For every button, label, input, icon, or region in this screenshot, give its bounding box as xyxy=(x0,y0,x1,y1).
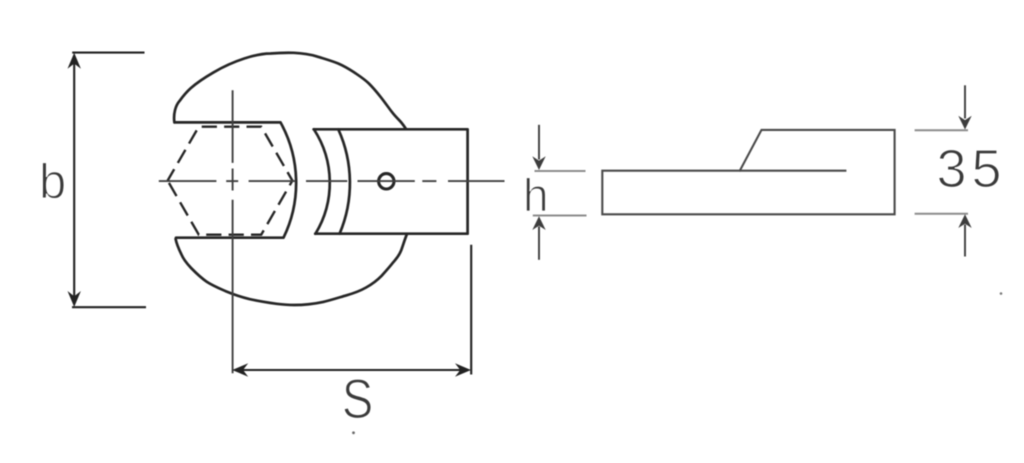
svg-text:S: S xyxy=(342,367,373,430)
svg-text:b: b xyxy=(39,155,66,209)
svg-text:h: h xyxy=(523,169,549,221)
svg-text:35: 35 xyxy=(937,139,1007,199)
